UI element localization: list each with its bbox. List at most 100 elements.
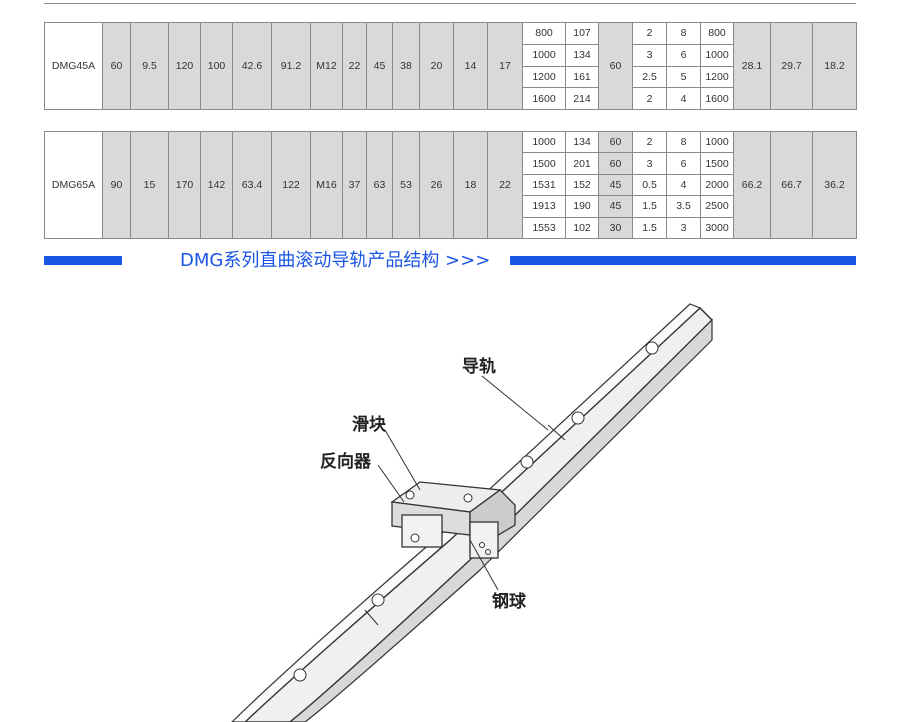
load-cell: 214 [565, 87, 599, 110]
load-cell: 1200 [522, 65, 566, 89]
radius-cell: 6 [666, 43, 701, 67]
spec-cell: 60 [102, 22, 131, 110]
radius-cell: 6 [666, 152, 701, 175]
spec-cell: 91.2 [271, 22, 311, 110]
section-title: DMG系列直曲滚动导轨产品结构 >>> [180, 250, 491, 271]
model-cell: DMG45A [44, 22, 103, 110]
linear-guide-diagram [231, 303, 714, 722]
load-cell: 107 [565, 22, 599, 45]
moment-cell: 18.2 [812, 22, 857, 110]
radius-cell: 4 [666, 87, 701, 110]
load-cell: 102 [565, 216, 599, 239]
label-slider: 滑块 [352, 415, 386, 435]
radius-cell: 2 [632, 130, 667, 154]
angle-cell: 60 [598, 130, 633, 154]
spec-cell: 18 [453, 131, 488, 239]
spec-cell: 38 [392, 22, 420, 110]
radius-cell: 2 [632, 87, 667, 110]
moment-cell: 36.2 [812, 131, 857, 239]
radius-cell: 0.5 [632, 173, 667, 197]
load-cell: 1553 [522, 216, 566, 239]
spec-cell: 63.4 [232, 131, 272, 239]
load-cell: 1531 [522, 173, 566, 197]
load-cell: 190 [565, 195, 599, 218]
spec-cell: 170 [168, 131, 201, 239]
spec-cell: 20 [419, 22, 454, 110]
radius-cell: 8 [666, 22, 701, 45]
load-cell: 1500 [522, 152, 566, 175]
spec-cell: 9.5 [130, 22, 169, 110]
radius-cell: 1.5 [632, 216, 667, 239]
radius-cell: 2 [632, 22, 667, 45]
radius-cell: 800 [700, 22, 734, 45]
load-cell: 134 [565, 130, 599, 154]
spec-cell: 15 [130, 131, 169, 239]
label-reverser: 反向器 [320, 452, 371, 472]
spec-cell: 100 [200, 22, 233, 110]
load-cell: 152 [565, 173, 599, 197]
radius-cell: 2500 [700, 195, 734, 218]
radius-cell: 3 [632, 152, 667, 175]
radius-cell: 2000 [700, 173, 734, 197]
spec-cell: M12 [310, 22, 343, 110]
moment-cell: 28.1 [733, 22, 771, 110]
previous-table-edge [44, 0, 856, 4]
section-banner: DMG系列直曲滚动导轨产品结构 >>> [44, 250, 856, 272]
spec-cell: 22 [342, 22, 367, 110]
angle-cell: 60 [598, 152, 633, 175]
spec-cell: 22 [487, 131, 523, 239]
spec-cell: 45 [366, 22, 393, 110]
moment-cell: 29.7 [770, 22, 813, 110]
radius-cell: 3000 [700, 216, 734, 239]
slider-block [390, 481, 516, 559]
load-cell: 1600 [522, 87, 566, 110]
spec-cell: 26 [419, 131, 454, 239]
spec-cell: M16 [310, 131, 343, 239]
spec-cell: 42.6 [232, 22, 272, 110]
load-cell: 161 [565, 65, 599, 89]
load-cell: 1000 [522, 130, 566, 154]
radius-cell: 4 [666, 173, 701, 197]
banner-bar-right [510, 256, 856, 265]
radius-cell: 1000 [700, 43, 734, 67]
model-cell: DMG65A [44, 131, 103, 239]
load-cell: 1913 [522, 195, 566, 218]
load-cell: 201 [565, 152, 599, 175]
radius-cell: 5 [666, 65, 701, 89]
load-cell: 134 [565, 43, 599, 67]
spec-cell: 17 [487, 22, 523, 110]
angle-cell: 30 [598, 216, 633, 239]
load-cell: 1000 [522, 43, 566, 67]
moment-cell: 66.7 [770, 131, 813, 239]
spec-cell: 14 [453, 22, 488, 110]
angle-cell: 45 [598, 195, 633, 218]
radius-cell: 8 [666, 130, 701, 154]
label-steel-ball: 钢球 [492, 592, 526, 612]
banner-bar-left [44, 256, 122, 265]
radius-cell: 3.5 [666, 195, 701, 218]
radius-cell: 1600 [700, 87, 734, 110]
leader-lines [377, 375, 549, 591]
spec-cell: 142 [200, 131, 233, 239]
radius-cell: 1000 [700, 130, 734, 154]
spec-cell: 63 [366, 131, 393, 239]
radius-cell: 1500 [700, 152, 734, 175]
load-cell: 800 [522, 22, 566, 45]
spec-cell: 120 [168, 22, 201, 110]
spec-cell: 90 [102, 131, 131, 239]
spec-cell: 122 [271, 131, 311, 239]
angle-cell: 60 [598, 22, 633, 110]
radius-cell: 3 [666, 216, 701, 239]
radius-cell: 1.5 [632, 195, 667, 218]
spec-cell: 53 [392, 131, 420, 239]
angle-cell: 45 [598, 173, 633, 197]
